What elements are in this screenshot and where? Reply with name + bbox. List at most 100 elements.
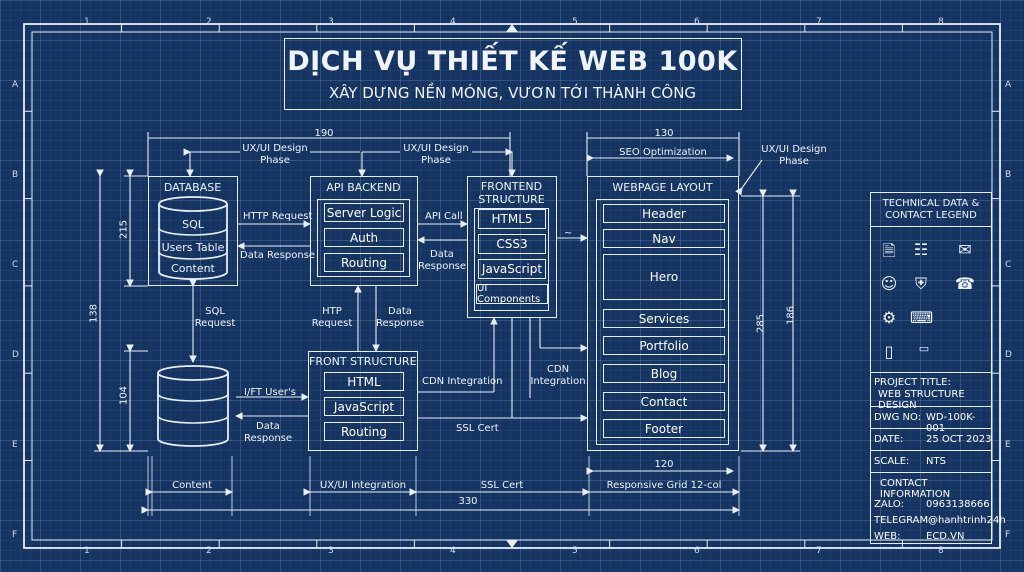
webpage-layout-inner (596, 199, 729, 445)
dim-330: 330 (458, 496, 478, 507)
label-uxui-2a: UX/UI Design (403, 143, 469, 154)
storage-band-1 (157, 415, 229, 424)
storage-band-0 (157, 393, 229, 402)
telegram-value[interactable]: @hanhtrinh24h (928, 515, 1006, 526)
label-seo-optimization: SEO Optimization (619, 147, 707, 158)
row-label-A: A (12, 80, 19, 90)
zalo-value[interactable]: 0963138666 (926, 499, 990, 510)
device-icon: ▭ (918, 342, 930, 355)
legend-title-1: TECHNICAL DATA & (882, 198, 980, 209)
column-label-7: 7 (816, 546, 822, 556)
center-mark-1 (506, 540, 518, 548)
legend-web-row: WEB: ECD.VN (870, 526, 992, 544)
cylinder-band-1 (158, 251, 228, 260)
project-title-value: WEB STRUCTURE DESIGN (878, 389, 965, 411)
label-data-response-2a: Data (430, 249, 454, 260)
scale-value: NTS (926, 456, 946, 467)
page-title: DỊCH VỤ THIẾT KẾ WEB 100K (287, 46, 738, 77)
column-label-1: 1 (84, 546, 90, 556)
front-structure-title: FRONT STRUCTURE (309, 355, 417, 368)
label-htp-request-a: HTP (322, 306, 342, 317)
label-responsive-grid: Responsive Grid 12-col (606, 480, 722, 491)
label-data-response-4b: Response (244, 433, 293, 444)
row-label-D: D (1005, 350, 1012, 360)
column-label-3: 3 (328, 546, 334, 556)
column-label-8: 8 (938, 546, 944, 556)
frontend-item-ui-components: UI Components (476, 283, 548, 305)
code-icon: ⌨ (910, 308, 934, 327)
label-uxui-3b: Phase (779, 156, 809, 167)
label-http-request: HTTP Request (243, 211, 313, 222)
label-ssl-cert-2: SSL Cert (480, 480, 524, 491)
section-contact: Contact (603, 392, 725, 411)
frontend-item-html5: HTML5 (478, 209, 546, 229)
legend-divider (870, 226, 992, 227)
column-label-4: 4 (450, 546, 456, 556)
row-label-F: F (1005, 530, 1011, 540)
center-mark-0 (506, 24, 518, 32)
front-item-html: HTML (324, 372, 404, 391)
row-label-E: E (1005, 440, 1011, 450)
database-title: DATABASE (163, 181, 222, 194)
section-blog: Blog (603, 364, 725, 383)
front-structure-box: FRONT STRUCTURE (308, 351, 418, 451)
storage-cylinder (157, 365, 229, 447)
email-icon: ✉ (958, 240, 972, 259)
dim-120: 120 (654, 459, 674, 470)
date-value: 25 OCT 2023 (926, 434, 992, 445)
legend-date-row: DATE: 25 OCT 2023 (870, 428, 992, 450)
legend-project-row: PROJECT TITLE: WEB STRUCTURE DESIGN (870, 372, 992, 411)
title-block: DỊCH VỤ THIẾT KẾ WEB 100K XÂY DỰNG NỀN M… (284, 38, 742, 110)
legend-contact-row: CONTACT INFORMATION (870, 472, 992, 500)
zalo-label: ZALO: (874, 499, 904, 510)
section-footer: Footer (603, 419, 725, 438)
label-uxui-1b: Phase (260, 155, 290, 166)
row-label-B: B (1005, 170, 1012, 180)
label-api-call: API Call (425, 211, 463, 222)
section-nav: Nav (603, 229, 725, 248)
label-sql-request-a: SQL (205, 306, 225, 317)
database-item-users: Users Table (161, 241, 225, 254)
column-label-8: 8 (938, 17, 944, 27)
dim-138: 138 (88, 303, 100, 324)
label-uxui-integration: UX/UI Integration (319, 480, 407, 491)
label-htp-request-b: Request (311, 318, 353, 329)
frontend-item-css3: CSS3 (478, 234, 546, 254)
label-data-response-2b: Response (418, 261, 467, 272)
dim-215: 215 (118, 219, 130, 240)
shield-icon: ⛨ (914, 274, 927, 293)
webpage-layout-box: WEBPAGE LAYOUT (587, 176, 739, 451)
column-label-3: 3 (328, 17, 334, 27)
dim-130: 130 (654, 128, 674, 139)
webpage-layout-title: WEBPAGE LAYOUT (612, 181, 713, 194)
row-label-C: C (1005, 260, 1012, 270)
database-box: DATABASE (148, 176, 238, 286)
row-label-F: F (12, 530, 18, 540)
column-label-7: 7 (816, 17, 822, 27)
api-backend-inner (317, 199, 410, 277)
web-value[interactable]: ECD.VN (926, 531, 965, 542)
label-cdn-integration-1: CDN Integration (422, 376, 503, 387)
project-title-label: PROJECT TITLE: (874, 377, 951, 388)
legend-panel (870, 192, 992, 544)
frontend-title-1: FRONTEND (480, 180, 543, 193)
api-backend-box: API BACKEND (310, 176, 418, 286)
settings-doc-icon: ⚙ (881, 308, 897, 327)
label-users-flow: I/FT User's (244, 387, 296, 398)
label-small-arrow: ~ (564, 228, 573, 239)
label-data-response-1: Data Response (240, 250, 316, 261)
label-uxui-2b: Phase (421, 155, 451, 166)
frontend-inner (474, 208, 549, 311)
section-header: Header (603, 204, 725, 223)
scale-label: SCALE: (874, 456, 910, 467)
dwg-label: DWG NO: (874, 412, 922, 423)
legend-title-2: CONTACT LEGEND (885, 210, 977, 221)
web-label: WEB: (874, 531, 901, 542)
label-cdn-integration-2b: Integration (530, 376, 586, 387)
database-cylinder (158, 196, 228, 280)
mobile-icon: ▯ (884, 342, 894, 361)
label-data-response-4a: Data (256, 421, 280, 432)
row-label-A: A (1005, 80, 1012, 90)
